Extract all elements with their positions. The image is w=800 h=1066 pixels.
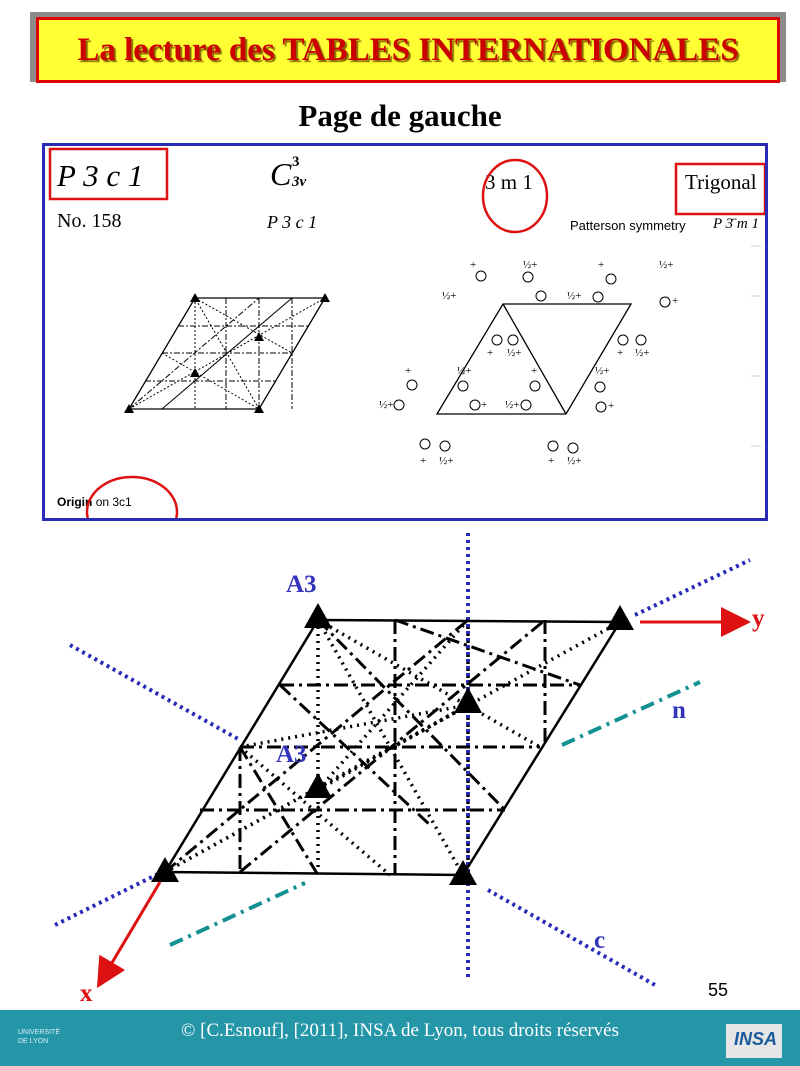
insa-logo-text: INSA [734, 1029, 778, 1049]
svg-text:+: + [548, 455, 554, 467]
position-signs: + ½+ + ½+ ½+ ½+ + + ½+ + ½+ + ½+ ½+ + + … [379, 259, 678, 467]
patterson-label: Patterson symmetry [570, 218, 686, 233]
label-n-glide: n [672, 697, 686, 724]
svg-text:½+: ½+ [595, 365, 609, 377]
svg-text:½+: ½+ [442, 290, 456, 302]
svg-text:+: + [608, 400, 614, 412]
space-group-symbol: P 3 c 1 [57, 158, 144, 193]
label-c-glide: c [594, 927, 606, 954]
general-positions-diagram [435, 303, 633, 415]
svg-text:½+: ½+ [523, 259, 537, 271]
schoenflies-sup: 3 [292, 154, 300, 170]
origin-circle [85, 475, 179, 518]
svg-text:½+: ½+ [567, 290, 581, 302]
position-circles [393, 270, 671, 454]
svg-text:+: + [672, 295, 678, 307]
small-rhombus-diagram [127, 297, 327, 410]
origin-text: on 3c1 [95, 495, 132, 509]
svg-text:+: + [470, 259, 476, 271]
patterson-symbol: P 3̄ m 1 [713, 216, 759, 232]
page-number: 55 [708, 980, 729, 1000]
svg-text:½+: ½+ [507, 347, 521, 359]
copyright-text: © [C.Esnouf], [2011], INSA de Lyon, tous… [180, 1020, 619, 1041]
svg-text:+: + [405, 365, 411, 377]
svg-text:½+: ½+ [457, 365, 471, 377]
schoenflies-main: C [270, 156, 292, 192]
small-triangle-markers [124, 293, 330, 413]
enlarged-diagram: A3 A3 y x n c [0, 525, 800, 1010]
label-a3-middle: A3 [276, 741, 307, 768]
title-banner: La lecture des TABLES INTERNATIONALES [36, 17, 780, 83]
label-a3-top: A3 [286, 571, 317, 598]
svg-text:½+: ½+ [567, 455, 581, 467]
svg-text:½+: ½+ [439, 455, 453, 467]
university-logo-line2: DE LYON [18, 1038, 49, 1045]
svg-text:+: + [617, 347, 623, 359]
university-logo-line1: UNIVERSITÉ [18, 1029, 61, 1036]
glide-lines [169, 680, 701, 947]
slide-subtitle: Page de gauche [298, 98, 502, 133]
label-y-axis: y [752, 605, 765, 632]
svg-text:½+: ½+ [659, 259, 673, 271]
insa-logo: INSA [726, 1024, 782, 1058]
group-number: No. 158 [57, 210, 122, 232]
crystal-system: Trigonal [685, 170, 757, 194]
svg-text:+: + [420, 455, 426, 467]
rhombus-lattice [162, 618, 623, 877]
point-group-circle [481, 158, 549, 234]
origin-label: Origin on 3c1 [57, 495, 132, 509]
svg-text:+: + [531, 365, 537, 377]
svg-text:+: + [598, 259, 604, 271]
label-x-axis: x [80, 980, 93, 1007]
mirror-lines [54, 533, 751, 987]
triangle-markers [151, 603, 634, 885]
footer-bar: UNIVERSITÉ DE LYON © [C.Esnouf], [2011],… [0, 1010, 800, 1066]
schoenflies-sub: 3v [292, 174, 307, 190]
system-highlight-box [674, 162, 765, 216]
x-axis-arrow [96, 881, 162, 989]
table-drawings: + ½+ + ½+ ½+ ½+ + + ½+ + ½+ + ½+ ½+ + + … [48, 147, 765, 518]
svg-text:½+: ½+ [505, 399, 519, 411]
full-symbol: P 3 c 1 [267, 212, 318, 232]
point-group: 3 m 1 [485, 170, 533, 194]
svg-text:½+: ½+ [379, 399, 393, 411]
svg-text:+: + [487, 347, 493, 359]
enlarged-diagram-svg [54, 533, 751, 989]
symbol-highlight-box [48, 147, 169, 201]
slide-title: La lecture des TABLES INTERNATIONALES [77, 31, 739, 68]
svg-text:+: + [481, 399, 487, 411]
university-logo: UNIVERSITÉ DE LYON [18, 1028, 80, 1054]
svg-text:½+: ½+ [635, 347, 649, 359]
origin-word: Origin [57, 495, 93, 509]
